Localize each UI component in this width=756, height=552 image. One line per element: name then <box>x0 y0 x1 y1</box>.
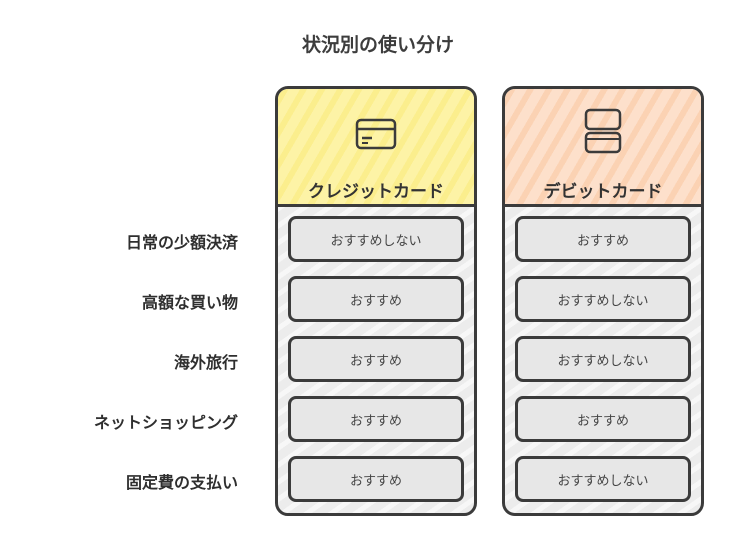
debit-cell-large-purchases: おすすめしない <box>515 276 691 322</box>
debit-card-header: デビットカード <box>505 89 701 207</box>
credit-card-icon <box>355 118 397 150</box>
credit-cell-overseas-travel: おすすめ <box>288 336 464 382</box>
diagram-title: 状況別の使い分け <box>301 34 454 56</box>
row-label-fixed-costs: 固定費の支払い <box>125 473 238 492</box>
credit-cell-daily-small-payments: おすすめしない <box>288 216 464 262</box>
credit-card-title: クレジットカード <box>308 182 444 202</box>
credit-cell-fixed-costs: おすすめ <box>288 456 464 502</box>
debit-card-column: デビットカード おすすめ おすすめしない おすすめしない おすすめ おすすめしな… <box>502 86 704 516</box>
credit-cell-online-shopping: おすすめ <box>288 396 464 442</box>
debit-card-title: デビットカード <box>543 182 663 202</box>
credit-cell-large-purchases: おすすめ <box>288 276 464 322</box>
debit-cell-online-shopping: おすすめ <box>515 396 691 442</box>
credit-card-column: クレジットカード おすすめしない おすすめ おすすめ おすすめ おすすめ <box>275 86 477 516</box>
row-label-online-shopping: ネットショッピング <box>93 413 238 432</box>
row-label-large-purchases: 高額な買い物 <box>141 293 238 312</box>
row-label-daily-small-payments: 日常の少額決済 <box>125 233 238 252</box>
debit-card-icon <box>584 108 622 154</box>
debit-cell-fixed-costs: おすすめしない <box>515 456 691 502</box>
debit-cell-overseas-travel: おすすめしない <box>515 336 691 382</box>
debit-cell-daily-small-payments: おすすめ <box>515 216 691 262</box>
credit-card-header: クレジットカード <box>278 89 474 207</box>
row-label-overseas-travel: 海外旅行 <box>173 353 238 372</box>
